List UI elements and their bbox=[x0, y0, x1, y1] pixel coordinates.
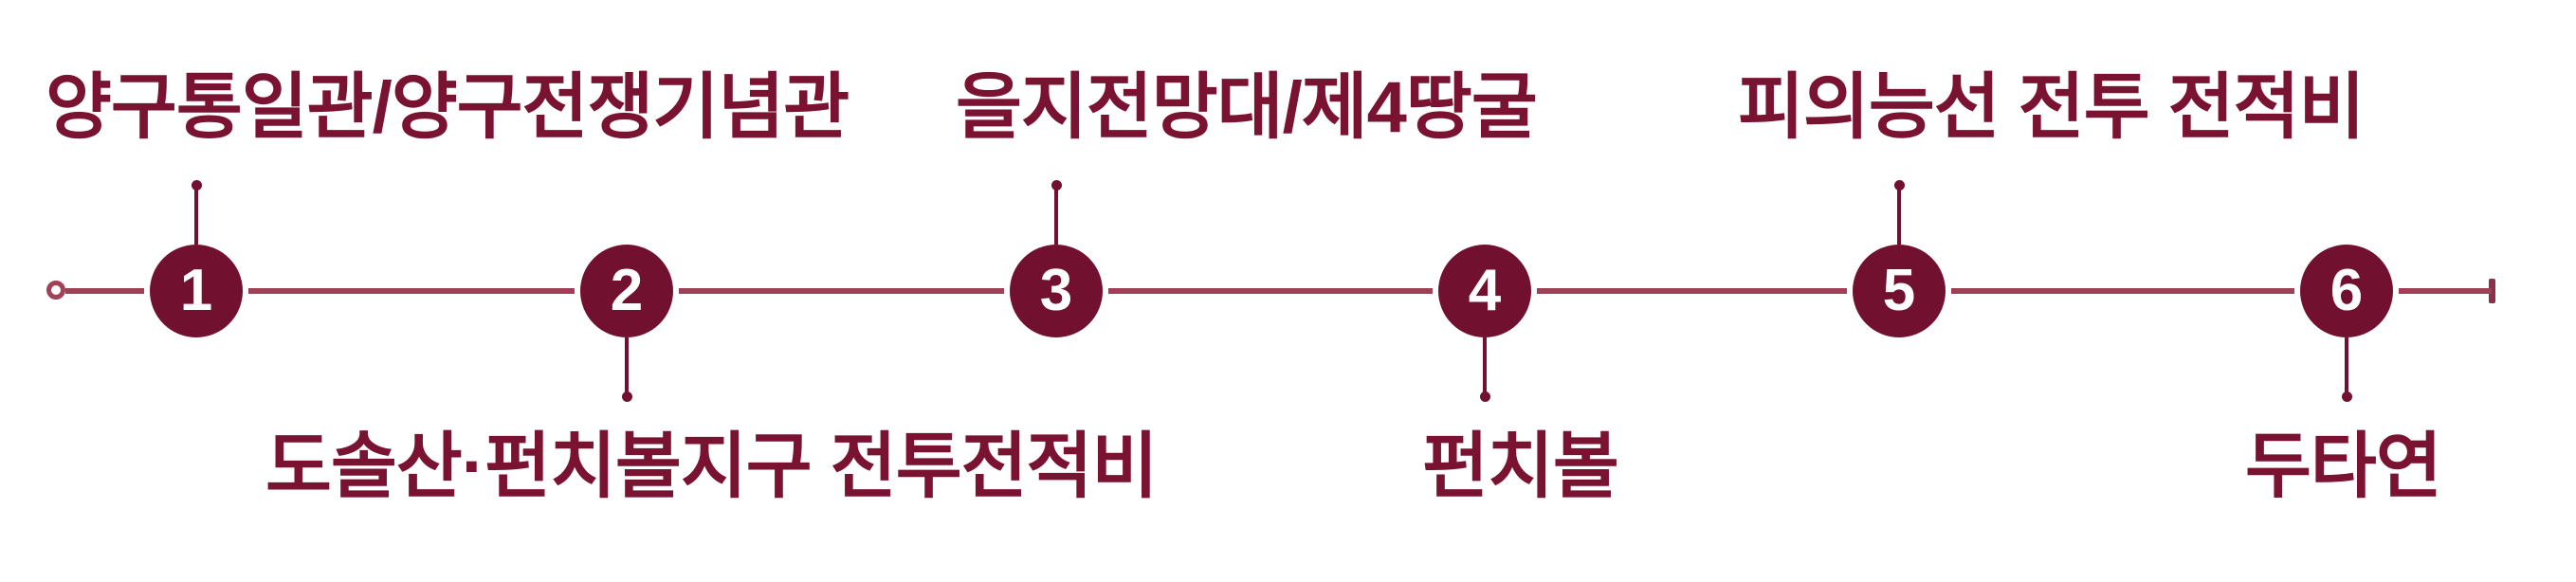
timeline-line-segment bbox=[1108, 288, 1433, 294]
timeline-line-segment bbox=[2399, 288, 2492, 294]
node-stem bbox=[2345, 337, 2348, 392]
node-label: 두타연 bbox=[2245, 427, 2442, 507]
node-circle-5: 5 bbox=[1853, 245, 1946, 337]
node-label: 을지전망대/제4땅굴 bbox=[956, 67, 1538, 148]
node-number: 4 bbox=[1468, 258, 1502, 323]
node-dot-icon bbox=[2341, 391, 2352, 402]
timeline-end-tick-icon bbox=[2489, 279, 2495, 303]
timeline-line-segment bbox=[65, 288, 144, 294]
node-circle-6: 6 bbox=[2300, 245, 2393, 337]
node-number: 1 bbox=[179, 258, 213, 323]
node-stem bbox=[1897, 190, 1901, 245]
node-dot-icon bbox=[191, 180, 202, 191]
node-label: 양구통일관/양구전쟁기념관 bbox=[46, 67, 850, 148]
node-label: 도솔산·펀치볼지구 전투전적비 bbox=[265, 427, 1158, 507]
node-dot-icon bbox=[621, 391, 632, 402]
node-number: 2 bbox=[610, 258, 644, 323]
node-dot-icon bbox=[1893, 180, 1905, 191]
node-circle-3: 3 bbox=[1010, 245, 1103, 337]
node-dot-icon bbox=[1050, 180, 1062, 191]
node-label: 피의능선 전투 전적비 bbox=[1738, 67, 2366, 148]
timeline-line-segment bbox=[1951, 288, 2294, 294]
timeline-start-ring-icon bbox=[46, 281, 65, 300]
node-circle-2: 2 bbox=[580, 245, 673, 337]
node-stem bbox=[625, 337, 629, 392]
node-stem bbox=[1483, 337, 1487, 392]
node-dot-icon bbox=[1479, 391, 1490, 402]
timeline-line-segment bbox=[248, 288, 575, 294]
node-number: 6 bbox=[2329, 258, 2364, 323]
node-number: 5 bbox=[1882, 258, 1916, 323]
node-circle-1: 1 bbox=[150, 245, 243, 337]
timeline-line-segment bbox=[1537, 288, 1847, 294]
node-stem bbox=[1054, 190, 1058, 245]
node-circle-4: 4 bbox=[1438, 245, 1531, 337]
timeline-line-segment bbox=[679, 288, 1004, 294]
node-number: 3 bbox=[1039, 258, 1073, 323]
node-label: 펀치볼 bbox=[1422, 427, 1619, 507]
node-stem bbox=[194, 190, 198, 245]
